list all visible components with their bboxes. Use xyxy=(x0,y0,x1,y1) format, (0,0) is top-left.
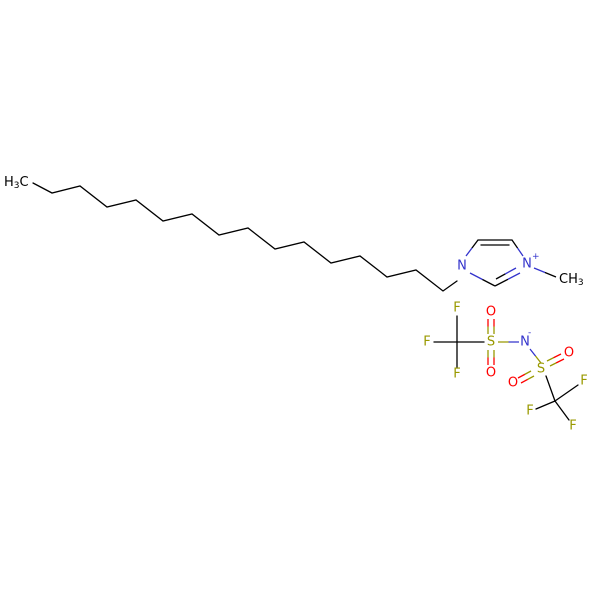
ring-n3-charge: + xyxy=(532,252,540,262)
bond-s-right-o-lower-b xyxy=(520,375,535,384)
ntf2-anion xyxy=(433,315,579,421)
ring-n1-label: N xyxy=(457,259,467,274)
sulfur-left-label: S xyxy=(487,335,495,350)
oxygen-label-2: O xyxy=(486,366,496,381)
bond-s-right-cf3b-c xyxy=(545,375,556,402)
imide-nitrogen-label: N xyxy=(520,335,530,350)
bond-n-s-right xyxy=(529,348,542,364)
bond-cf3b-c-f-bottom xyxy=(554,400,570,421)
sulfur-right-label: S xyxy=(537,362,545,377)
bond-n1-c5 xyxy=(465,239,479,257)
imide-nitrogen-charge: - xyxy=(528,328,531,338)
oxygen-label-3: O xyxy=(564,346,574,361)
bond-c4-n3 xyxy=(511,239,524,257)
fluorine-label-3: F xyxy=(453,367,460,382)
fluorine-label-4: F xyxy=(580,374,587,389)
chain-terminal-methyl-label: H3C xyxy=(4,175,29,192)
bond-cf3b-c-f-right xyxy=(554,384,579,402)
imidazolium-ring xyxy=(465,239,557,287)
bond-cf3b-c-f-left xyxy=(535,400,556,410)
fluorine-label-6: F xyxy=(569,419,576,434)
fluorine-label-2: F xyxy=(423,335,430,350)
bond-c2-n1 xyxy=(469,272,496,287)
oxygen-label-1: O xyxy=(486,305,496,320)
alkyl-chain xyxy=(32,182,458,292)
fluorine-label-5: F xyxy=(526,404,533,419)
alkyl-chain-bonds xyxy=(32,182,458,292)
bond-n3-c2 xyxy=(494,272,521,287)
bond-n3-methyl xyxy=(533,267,557,278)
bond-s-right-o-upper-a xyxy=(546,353,562,362)
ring-n3-label: N xyxy=(522,257,532,272)
bond-n3-c2-double xyxy=(495,267,517,280)
chain-terminal-subscript: 3 xyxy=(14,181,20,191)
n3-methyl-label: CH3 xyxy=(559,272,584,289)
n3-methyl-ch: CH xyxy=(559,272,578,287)
chain-terminal-c: C xyxy=(20,175,29,190)
chain-terminal-h: H xyxy=(4,175,14,190)
bond-s-right-o-lower-a xyxy=(517,370,532,379)
n3-methyl-subscript: 3 xyxy=(578,278,584,288)
fluorine-label-1: F xyxy=(453,301,460,316)
oxygen-label-4: O xyxy=(508,376,518,391)
bond-s-right-o-upper-b xyxy=(549,358,565,367)
